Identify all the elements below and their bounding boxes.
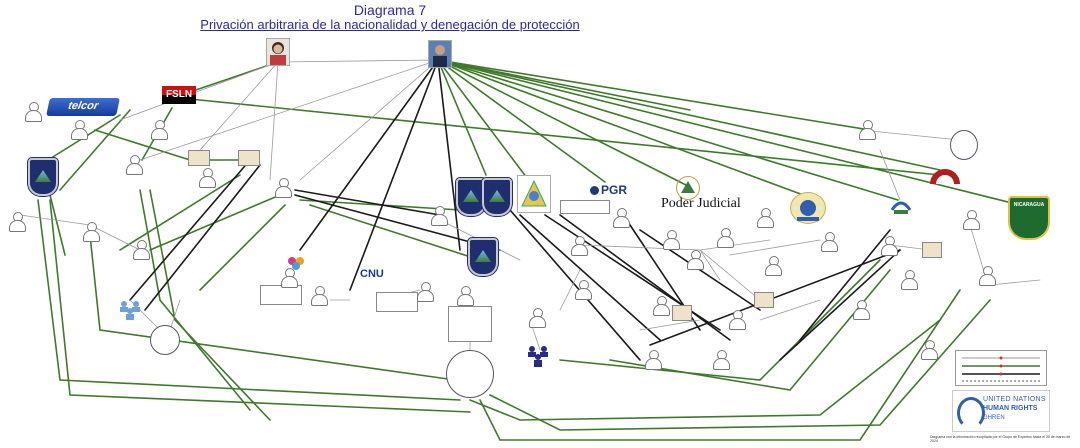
diagram-subtitle: Privación arbitraria de la nacionalidad … — [200, 17, 580, 32]
person-node — [456, 286, 474, 306]
portrait-photo-center — [428, 40, 452, 68]
person-node — [962, 210, 980, 230]
person-node — [198, 168, 216, 188]
person-node — [570, 236, 588, 256]
person-node — [644, 350, 662, 370]
person-node — [70, 120, 88, 140]
fsln-logo: FSLN — [162, 86, 196, 104]
person-node — [8, 212, 26, 232]
person-node — [528, 308, 546, 328]
person-node — [900, 270, 918, 290]
diagram-title: Diagrama 7 — [353, 2, 427, 18]
person-node — [125, 155, 143, 175]
telcor-logo: telcor — [46, 98, 120, 116]
person-node — [880, 236, 898, 256]
person-node — [150, 120, 168, 140]
ohchr-logo: UNITED NATIONS HUMAN RIGHTS GHREN — [952, 390, 1050, 432]
person-node — [728, 310, 746, 330]
person-node — [978, 266, 996, 286]
legend-box — [955, 350, 1047, 386]
portrait-photo-left — [266, 38, 290, 66]
note-box-3 — [448, 306, 492, 342]
edge-group-black — [129, 59, 901, 361]
document-stack-icon-2 — [238, 150, 260, 166]
note-box-1 — [260, 285, 302, 305]
person-node — [430, 206, 448, 226]
cse-logo-icon — [890, 196, 912, 216]
document-stack-icon-1 — [188, 150, 210, 166]
person-node — [662, 230, 680, 250]
person-node — [24, 102, 42, 122]
person-node — [82, 222, 100, 242]
person-node — [416, 282, 434, 302]
edge-group-green — [37, 59, 1021, 441]
person-node — [612, 208, 630, 228]
person-node — [280, 268, 298, 288]
parliament-icon — [928, 166, 962, 186]
nicaragua-shield-logo: NICARAGUA — [1008, 196, 1050, 240]
person-node — [820, 232, 838, 252]
person-node — [274, 178, 292, 198]
coat-of-arms-emblem — [517, 175, 551, 213]
person-node — [852, 300, 870, 320]
people-group-icon-center — [526, 345, 550, 367]
person-node — [920, 340, 938, 360]
footer-note: Diagrama con la información recopilada p… — [930, 435, 1071, 443]
circle-node-left — [150, 325, 180, 355]
police-shield-2 — [482, 178, 512, 216]
person-node — [310, 286, 328, 306]
person-node — [716, 228, 734, 248]
document-stack-icon-4 — [754, 292, 774, 308]
central-circle-node — [446, 350, 494, 398]
cnu-logo: CNU — [360, 268, 384, 280]
people-group-icon-left — [118, 300, 142, 320]
person-node — [712, 350, 730, 370]
institution-seal-icon — [790, 192, 826, 224]
pgr-logo: PGR — [590, 183, 627, 197]
person-node — [764, 256, 782, 276]
note-box-4 — [560, 200, 610, 214]
person-node — [574, 280, 592, 300]
person-node — [686, 250, 704, 270]
judicial-seal-icon — [676, 176, 700, 200]
edge-group-gray — [19, 59, 1041, 361]
police-shield-left — [28, 158, 58, 196]
un-emblem-icon — [957, 397, 985, 429]
note-box-2 — [376, 292, 418, 312]
poder-judicial-logo: Poder Judicial — [661, 196, 741, 211]
circle-node-right — [950, 130, 978, 160]
document-stack-icon-5 — [922, 242, 942, 258]
document-stack-icon-3 — [672, 305, 692, 321]
person-node — [132, 240, 150, 260]
person-node — [858, 120, 876, 140]
person-node — [756, 208, 774, 228]
person-node — [652, 296, 670, 316]
inss-logo-icon — [287, 256, 307, 270]
police-shield-3 — [468, 238, 498, 276]
